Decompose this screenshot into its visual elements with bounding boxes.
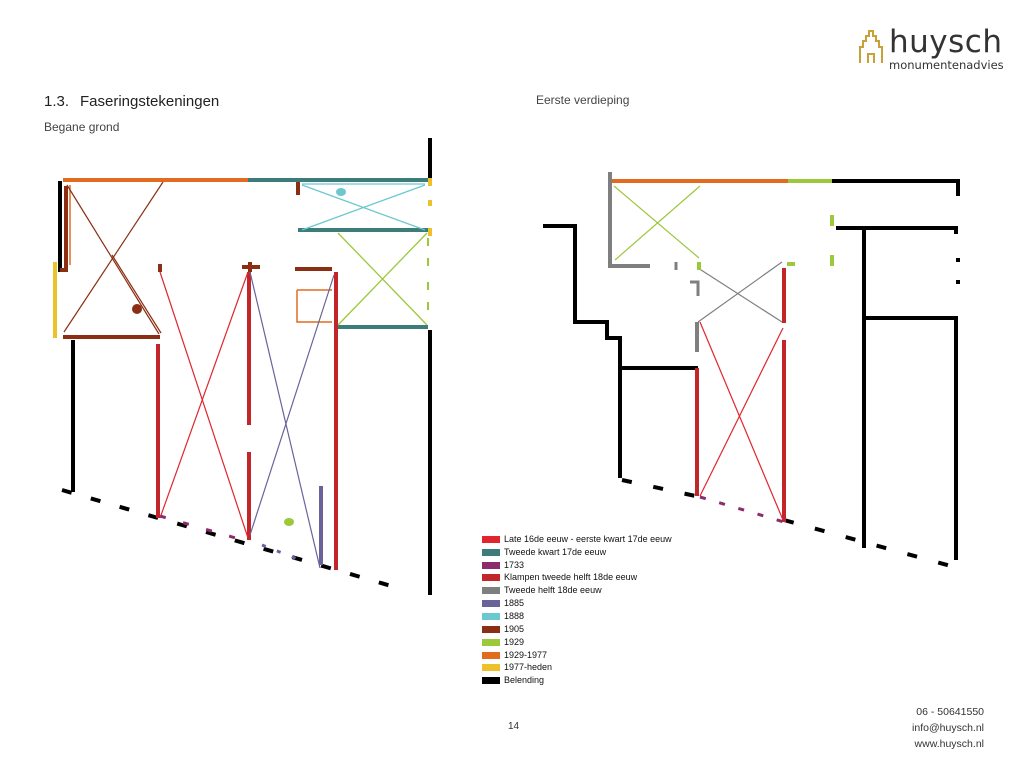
- legend-item: Klampen tweede helft 18de eeuw: [482, 572, 712, 585]
- legend-item: 1888: [482, 610, 712, 623]
- legend-item: Tweede helft 18de eeuw: [482, 584, 712, 597]
- first-floor-title: Eerste verdieping: [536, 93, 630, 107]
- legend-label: 1977-heden: [504, 662, 553, 673]
- legend-label: Klampen tweede helft 18de eeuw: [504, 572, 638, 583]
- legend-swatch: [482, 612, 500, 620]
- brand-logo: huysch monumentenadvies: [858, 24, 1004, 78]
- legend-item: Belending: [482, 674, 712, 687]
- legend-item: 1977-heden: [482, 661, 712, 674]
- brand-tagline: monumentenadvies: [889, 58, 1004, 72]
- contact-phone: 06 - 50641550: [916, 706, 984, 718]
- legend-item: 1733: [482, 559, 712, 572]
- legend-item: 1929: [482, 636, 712, 649]
- legend-swatch: [482, 625, 500, 633]
- ground-floor-plan: [53, 138, 432, 595]
- legend-item: Late 16de eeuw - eerste kwart 17de eeuw: [482, 533, 712, 546]
- legend-swatch: [482, 561, 500, 569]
- brand-name: huysch: [889, 24, 1003, 60]
- phase-legend: Late 16de eeuw - eerste kwart 17de eeuw …: [482, 533, 712, 687]
- legend-label: 1929-1977: [504, 649, 548, 660]
- legend-swatch: [482, 600, 500, 608]
- legend-label: Tweede helft 18de eeuw: [504, 585, 602, 596]
- legend-label: 1888: [504, 610, 525, 621]
- legend-item: 1905: [482, 623, 712, 636]
- building-logo-icon: [859, 30, 883, 63]
- contact-website-link[interactable]: www.huysch.nl: [914, 738, 984, 750]
- legend-item: 1929-1977: [482, 649, 712, 662]
- legend-label: 1885: [504, 598, 525, 609]
- contact-email-link[interactable]: info@huysch.nl: [912, 722, 984, 734]
- legend-swatch: [482, 664, 500, 672]
- legend-item: 1885: [482, 597, 712, 610]
- legend-swatch: [482, 574, 500, 582]
- first-floor-plan: [543, 172, 960, 570]
- legend-label: Belending: [504, 675, 545, 686]
- section-title: Faseringstekeningen: [80, 93, 220, 110]
- legend-label: 1733: [504, 559, 525, 570]
- legend-swatch: [482, 651, 500, 659]
- page-number: 14: [508, 721, 520, 732]
- legend-item: Tweede kwart 17de eeuw: [482, 546, 712, 559]
- legend-swatch: [482, 638, 500, 646]
- legend-swatch: [482, 548, 500, 556]
- ground-floor-title: Begane grond: [44, 120, 120, 134]
- legend-label: 1929: [504, 636, 525, 647]
- legend-swatch: [482, 587, 500, 595]
- section-number: 1.3.: [44, 93, 70, 110]
- contact-block: 06 - 50641550 info@huysch.nl www.huysch.…: [912, 704, 984, 752]
- legend-label: Tweede kwart 17de eeuw: [504, 546, 607, 557]
- legend-swatch: [482, 677, 500, 685]
- legend-label: 1905: [504, 623, 525, 634]
- legend-swatch: [482, 535, 500, 543]
- legend-label: Late 16de eeuw - eerste kwart 17de eeuw: [504, 533, 672, 544]
